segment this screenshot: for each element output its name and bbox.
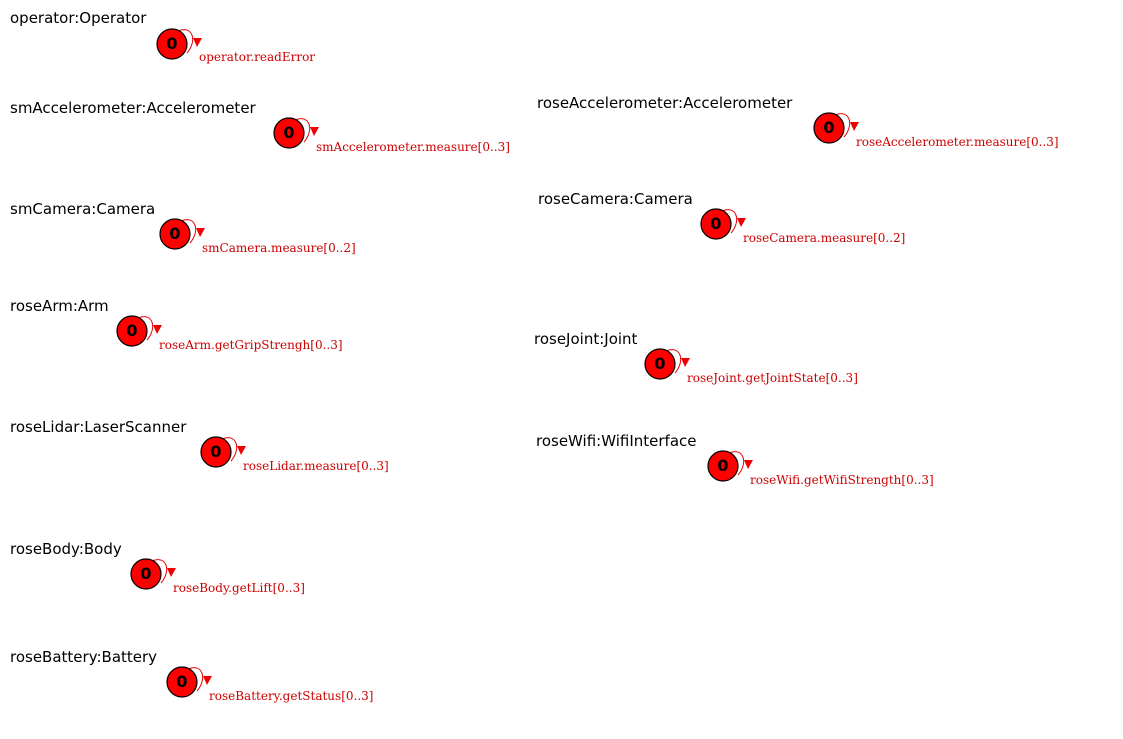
component-title-rosewifi: roseWifi:WifiInterface — [536, 432, 697, 450]
state-label: 0 — [823, 118, 835, 137]
transition-label-rosecamera: roseCamera.measure[0..2] — [743, 231, 906, 245]
self-loop-arrow-icon — [159, 218, 205, 250]
self-loop-arrow-icon — [200, 436, 246, 468]
state-label: 0 — [283, 123, 295, 142]
component-title-rosebattery: roseBattery:Battery — [10, 648, 158, 666]
transition-label-rosebody: roseBody.getLift[0..3] — [173, 581, 305, 595]
state-node-roseaccelerometer[interactable]: 0 — [813, 112, 873, 148]
transition-label-rosejoint: roseJoint.getJointState[0..3] — [687, 371, 858, 385]
component-title-operator: operator:Operator — [10, 9, 147, 27]
state-label: 0 — [210, 442, 222, 461]
state-node-smaccelerometer[interactable]: 0 — [273, 117, 333, 153]
self-loop-arrow-icon — [130, 558, 176, 590]
component-title-rosejoint: roseJoint:Joint — [534, 330, 638, 348]
state-node-smcamera[interactable]: 0 — [159, 218, 219, 254]
component-title-rosebody: roseBody:Body — [10, 540, 122, 558]
component-title-rosecamera: roseCamera:Camera — [538, 190, 693, 208]
transition-label-rosewifi: roseWifi.getWifiStrength[0..3] — [750, 473, 934, 487]
state-node-rosearm[interactable]: 0 — [116, 315, 176, 351]
state-label: 0 — [176, 672, 188, 691]
component-title-smaccelerometer: smAccelerometer:Accelerometer — [10, 99, 256, 117]
component-title-roselidar: roseLidar:LaserScanner — [10, 418, 187, 436]
self-loop-arrow-icon — [813, 112, 859, 144]
transition-label-roseaccelerometer: roseAccelerometer.measure[0..3] — [856, 135, 1059, 149]
transition-label-smcamera: smCamera.measure[0..2] — [202, 241, 356, 255]
state-node-rosewifi[interactable]: 0 — [707, 450, 767, 486]
state-node-rosebody[interactable]: 0 — [130, 558, 190, 594]
state-label: 0 — [140, 564, 152, 583]
state-label: 0 — [166, 34, 178, 53]
self-loop-arrow-icon — [156, 28, 202, 60]
state-label: 0 — [126, 321, 138, 340]
state-label: 0 — [169, 224, 181, 243]
transition-label-rosearm: roseArm.getGripStrengh[0..3] — [159, 338, 343, 352]
transition-label-rosebattery: roseBattery.getStatus[0..3] — [209, 689, 374, 703]
transition-label-smaccelerometer: smAccelerometer.measure[0..3] — [316, 140, 510, 154]
state-label: 0 — [717, 456, 729, 475]
state-node-roselidar[interactable]: 0 — [200, 436, 260, 472]
state-node-rosebattery[interactable]: 0 — [166, 666, 226, 702]
state-node-operator[interactable]: 0 — [156, 28, 216, 64]
self-loop-arrow-icon — [273, 117, 319, 149]
state-label: 0 — [710, 214, 722, 233]
self-loop-arrow-icon — [700, 208, 746, 240]
self-loop-arrow-icon — [116, 315, 162, 347]
state-label: 0 — [654, 354, 666, 373]
component-title-smcamera: smCamera:Camera — [10, 200, 156, 218]
component-title-roseaccelerometer: roseAccelerometer:Accelerometer — [537, 94, 793, 112]
transition-label-roselidar: roseLidar.measure[0..3] — [243, 459, 389, 473]
self-loop-arrow-icon — [644, 348, 690, 380]
self-loop-arrow-icon — [166, 666, 212, 698]
transition-label-operator: operator.readError — [199, 50, 316, 64]
self-loop-arrow-icon — [707, 450, 753, 482]
component-title-rosearm: roseArm:Arm — [10, 297, 109, 315]
state-node-rosejoint[interactable]: 0 — [644, 348, 704, 384]
state-node-rosecamera[interactable]: 0 — [700, 208, 760, 244]
